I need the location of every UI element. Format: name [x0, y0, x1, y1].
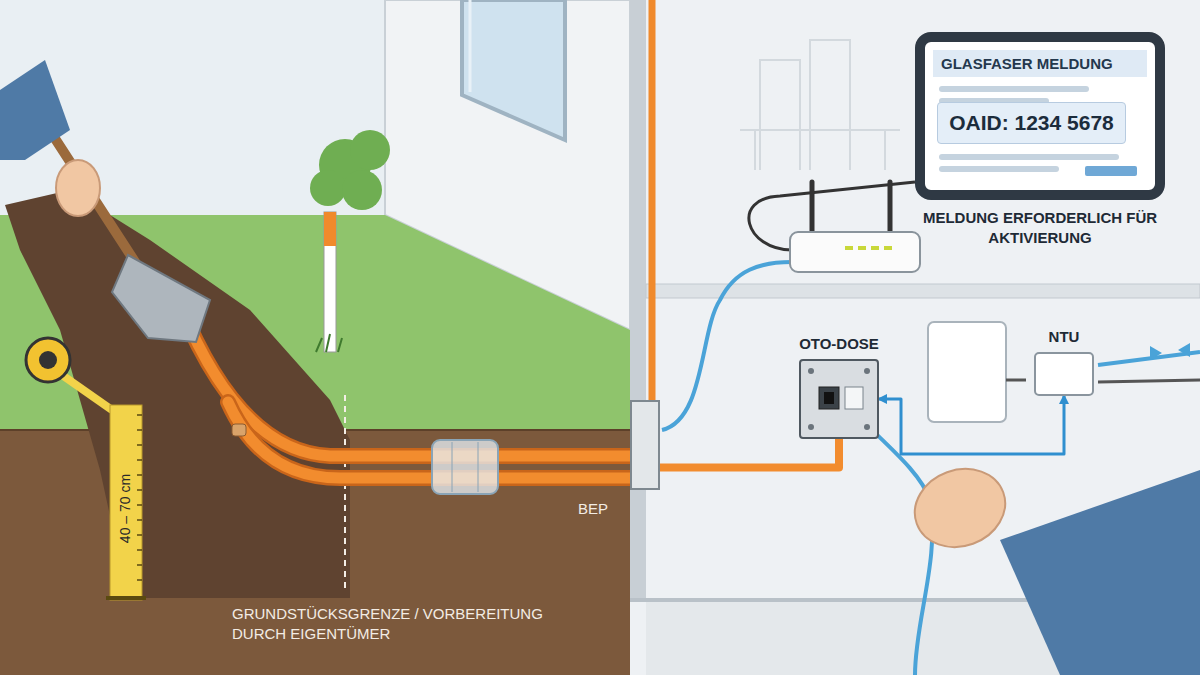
shovel [0, 60, 210, 342]
socket-box [799, 359, 879, 439]
placeholder-line [939, 86, 1089, 92]
conduit-connector [660, 439, 839, 468]
entry-label: BEP [578, 500, 608, 517]
socket-face [801, 361, 877, 437]
device-label: NTU [1022, 328, 1106, 346]
pipe-clip [232, 424, 246, 436]
ntu-device: NTU [1022, 328, 1106, 396]
boundary-line [344, 395, 346, 592]
pipe-coupling [432, 440, 498, 494]
fiber-connector [879, 396, 1064, 454]
trench [5, 190, 350, 598]
fiber-cable [662, 262, 792, 430]
screen-heading: GLASFASER MELDUNG [933, 50, 1147, 77]
screen-button [1085, 166, 1137, 176]
socket-label: OTO-DOSE [775, 335, 903, 353]
ont-box [928, 322, 1006, 422]
oto-socket: OTO-DOSE [775, 335, 903, 439]
ntu-cable [1006, 379, 1026, 382]
note-text: MELDUNG ERFORDERLICH FÜR AKTIVIERUNG [915, 208, 1165, 248]
bush [310, 130, 390, 210]
window [462, 0, 565, 140]
placeholder-line [939, 154, 1119, 160]
wall-conduit [649, 0, 656, 400]
tablet-screen: GLASFASER MELDUNG OAID: 1234 5678 [915, 32, 1165, 200]
router [790, 182, 920, 272]
id-text: OAID: 1234 5678 [949, 111, 1114, 135]
interior [630, 0, 1200, 675]
entry-point: BEP [578, 400, 670, 530]
marker-post [316, 212, 342, 352]
interior-wall [630, 0, 646, 600]
id-box: OAID: 1234 5678 [937, 102, 1126, 144]
boundary-note: GRUNDSTÜCKSGRENZE / VORBEREITUNG DURCH E… [232, 604, 547, 644]
furniture-sketch [740, 40, 900, 170]
tape-measure [26, 338, 146, 600]
conduit-pipes [180, 305, 640, 478]
outgoing-cables [1098, 343, 1200, 382]
placeholder-line [939, 166, 1059, 172]
wall-plate [630, 400, 660, 490]
device-box [1034, 352, 1094, 396]
dimension: 40 – 70 cm [117, 473, 134, 542]
